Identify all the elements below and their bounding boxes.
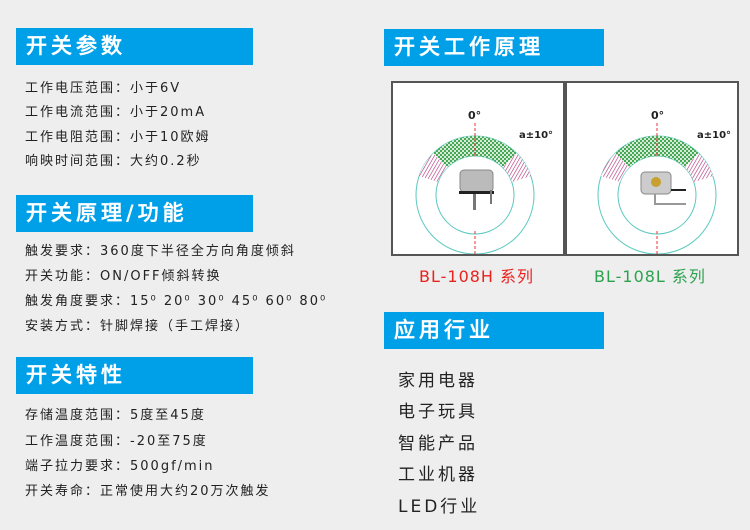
caption-bl108h: BL-108H 系列: [419, 267, 535, 286]
industry-item: LED行业: [398, 497, 481, 517]
param-line: 工作电阻范围：小于10欧姆: [25, 130, 211, 145]
industry-item: 家用电器: [398, 371, 478, 391]
principle-line: 安装方式：针脚焊接（手工焊接）: [25, 319, 251, 334]
principle-line: 开关功能：ON/OFF倾斜转换: [25, 269, 222, 284]
diagram-bl108l: 0° a±10°: [565, 81, 739, 256]
zero-degree-label: 0°: [468, 109, 482, 122]
diagram-bl108h: 0° a±10°: [391, 81, 565, 256]
industry-item: 工业机器: [398, 465, 478, 485]
tolerance-label: a±10°: [519, 130, 554, 141]
principle-header: 开关原理/功能: [16, 195, 253, 232]
feature-line: 端子拉力要求：500gf/min: [25, 459, 215, 474]
params-header: 开关参数: [16, 28, 253, 65]
feature-line: 工作温度范围：-20至75度: [25, 434, 208, 449]
caption-bl108l: BL-108L 系列: [594, 267, 706, 286]
feature-line: 存储温度范围：5度至45度: [25, 408, 206, 423]
principle-line: 触发要求：360度下半径全方向角度倾斜: [25, 244, 296, 259]
features-header: 开关特性: [16, 357, 253, 394]
principle-line: 触发角度要求：15⁰ 20⁰ 30⁰ 45⁰ 60⁰ 80⁰: [25, 294, 328, 309]
working-header: 开关工作原理: [384, 29, 604, 66]
param-line: 工作电压范围：小于6V: [25, 81, 182, 96]
industry-item: 智能产品: [398, 434, 478, 454]
zero-degree-label: 0°: [651, 109, 665, 122]
industry-header: 应用行业: [384, 312, 604, 349]
param-line: 工作电流范围：小于20mA: [25, 105, 207, 120]
param-line: 响映时间范围：大约0.2秒: [25, 154, 202, 169]
industry-item: 电子玩具: [398, 402, 478, 422]
feature-line: 开关寿命：正常使用大约20万次触发: [25, 484, 271, 499]
tolerance-label: a±10°: [697, 130, 732, 141]
